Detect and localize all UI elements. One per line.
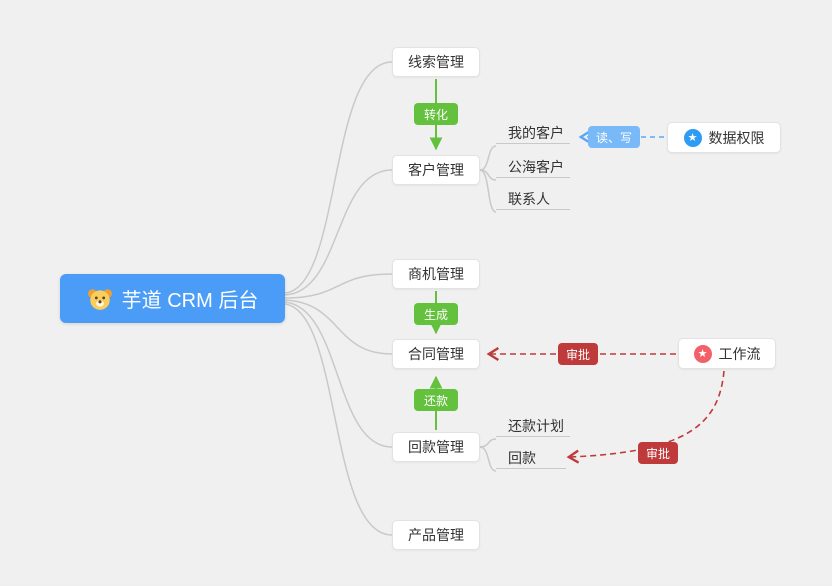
edge-label-convert: 转化 xyxy=(414,103,458,125)
node-data-permission[interactable]: ★ 数据权限 xyxy=(667,122,781,153)
node-workflow[interactable]: ★ 工作流 xyxy=(678,338,776,369)
node-product-label: 产品管理 xyxy=(408,527,464,543)
node-contract-label: 合同管理 xyxy=(408,346,464,362)
branch-curves xyxy=(284,61,497,536)
edge-label-read-write: 读、写 xyxy=(588,126,640,148)
workflow-star-icon: ★ xyxy=(693,344,712,363)
node-opportunity[interactable]: 商机管理 xyxy=(392,259,480,289)
node-receipt[interactable]: 回款管理 xyxy=(392,432,480,462)
node-product[interactable]: 产品管理 xyxy=(392,520,480,550)
child-receipt-item-label: 回款 xyxy=(508,450,536,466)
child-contact-label: 联系人 xyxy=(508,191,550,207)
child-public-customer-label: 公海客户 xyxy=(508,159,564,175)
data-permission-star-icon: ★ xyxy=(683,128,702,147)
child-my-customer-label: 我的客户 xyxy=(508,125,564,141)
node-opportunity-label: 商机管理 xyxy=(408,266,464,282)
child-receipt-item[interactable]: 回款 xyxy=(496,447,566,469)
approval-arrows xyxy=(486,346,725,464)
child-receipt-plan[interactable]: 还款计划 xyxy=(496,415,570,437)
root-label: 芋道 CRM 后台 xyxy=(121,290,259,312)
edge-label-generate: 生成 xyxy=(414,303,458,325)
node-contract[interactable]: 合同管理 xyxy=(392,339,480,369)
node-customer[interactable]: 客户管理 xyxy=(392,155,480,185)
edge-label-approve-contract: 审批 xyxy=(558,343,598,365)
node-data-permission-label: 数据权限 xyxy=(708,129,765,146)
node-leads[interactable]: 线索管理 xyxy=(392,47,480,77)
child-contact[interactable]: 联系人 xyxy=(496,188,570,210)
node-receipt-label: 回款管理 xyxy=(408,439,464,455)
child-public-customer[interactable]: 公海客户 xyxy=(496,156,570,178)
root-node[interactable]: 芋道 CRM 后台 xyxy=(60,274,285,323)
child-receipt-plan-label: 还款计划 xyxy=(508,418,564,434)
node-leads-label: 线索管理 xyxy=(408,54,464,70)
child-my-customer[interactable]: 我的客户 xyxy=(496,122,570,144)
node-customer-label: 客户管理 xyxy=(408,162,464,178)
edge-label-approve-receipt: 审批 xyxy=(638,442,678,464)
dog-icon xyxy=(87,286,113,312)
edge-label-repay: 还款 xyxy=(414,389,458,411)
node-workflow-label: 工作流 xyxy=(718,345,761,362)
